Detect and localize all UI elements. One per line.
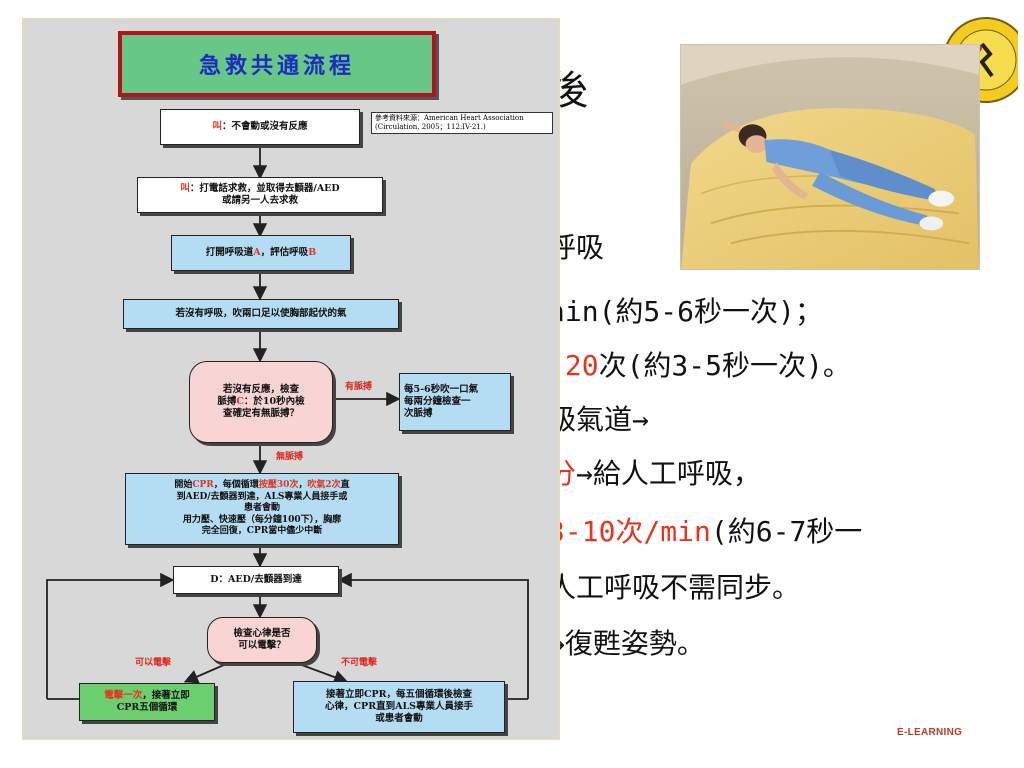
slide-body-line: 級氣道→: [548, 403, 649, 436]
slide-body-line: 3-10次/min(約6-7秒一: [548, 515, 863, 548]
box-start-cpr: 開始CPR，每個循環按壓30次，吹氣2次直到AED/去顫器到達，ALS專業人員接…: [125, 473, 399, 545]
step-open-airway: 打開呼吸道A，評估呼吸B: [171, 235, 351, 271]
label-has-pulse: 有脈搏: [345, 382, 373, 392]
label-shockable: 可以電擊: [135, 658, 172, 668]
flowchart-panel: 急救共通流程 參考資料來源：American Heart Association…: [22, 18, 560, 740]
step-give-two-breaths: 若沒有呼吸，吹兩口足以使胸部起伏的氣: [123, 299, 399, 329]
recovery-position-photo: [680, 44, 980, 270]
box-rescue-breathing: 每5-6秒吹一口氣每兩分鐘檢查一次脈搏: [399, 373, 511, 431]
box-aed-arrives: D：AED/去顫器到達: [173, 566, 339, 594]
decision-check-rhythm: 檢查心律是否可以電擊？: [207, 617, 317, 663]
step-shout-no-response: 叫：不會動或沒有反應: [160, 109, 360, 145]
slide-body-line: 分→給人工呼吸，: [548, 457, 761, 490]
slide-body-line: →復甦姿勢。: [548, 627, 705, 660]
reference-note: 參考資料來源：American Heart Association (Circu…: [371, 112, 553, 134]
footer-label: E-LEARNING: [897, 727, 963, 738]
slide-body-line: nin(約5-6秒一次)；: [548, 295, 823, 328]
label-not-shockable: 不可電擊: [341, 658, 378, 668]
label-no-pulse: 無脈搏: [276, 452, 304, 462]
box-resume-cpr: 接著立即CPR，每五個循環後檢查心律，CPR直到ALS專業人員接手或患者會動: [293, 681, 505, 733]
flowchart-title: 急救共通流程: [118, 31, 436, 97]
decision-check-pulse: 若沒有反應，檢查脈搏C：於10秒內檢查確定有無脈搏？: [189, 361, 333, 443]
slide-body-line: 人工呼吸不需同步。: [548, 571, 801, 604]
flow-connectors: [46, 147, 529, 700]
slide-body-line: -20次(約3-5秒一次)。: [548, 349, 851, 382]
